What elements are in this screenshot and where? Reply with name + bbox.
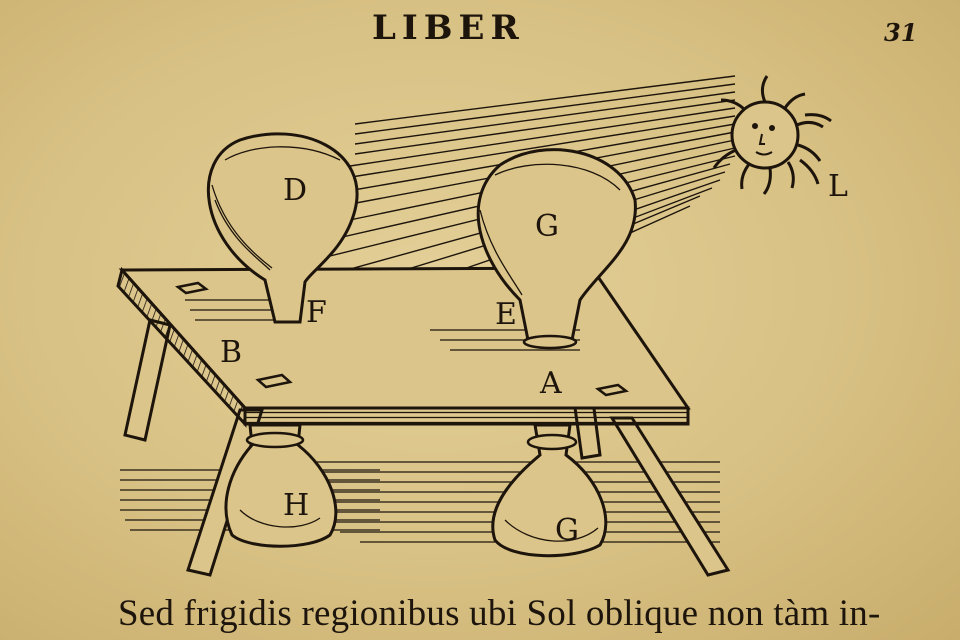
running-head: LIBER [372, 8, 525, 48]
table [116, 266, 691, 428]
label-l: L [828, 169, 848, 204]
flask-d [206, 132, 359, 324]
label-g-lower: G [555, 513, 579, 548]
label-h: H [283, 488, 309, 523]
label-b: B [220, 335, 242, 370]
body-text-line: Sed frigidis regionibus ubi Sol oblique … [118, 593, 881, 634]
page-number: 31 [884, 18, 918, 47]
flask-h [224, 423, 338, 548]
sun-icon [712, 75, 832, 195]
flask-g-upper [476, 148, 637, 350]
label-d: D [283, 173, 307, 208]
flask-g-lower [491, 423, 608, 558]
label-g-upper: G [535, 209, 559, 244]
label-a: A [539, 366, 562, 401]
label-e: E [495, 297, 517, 332]
label-f: F [306, 295, 327, 330]
